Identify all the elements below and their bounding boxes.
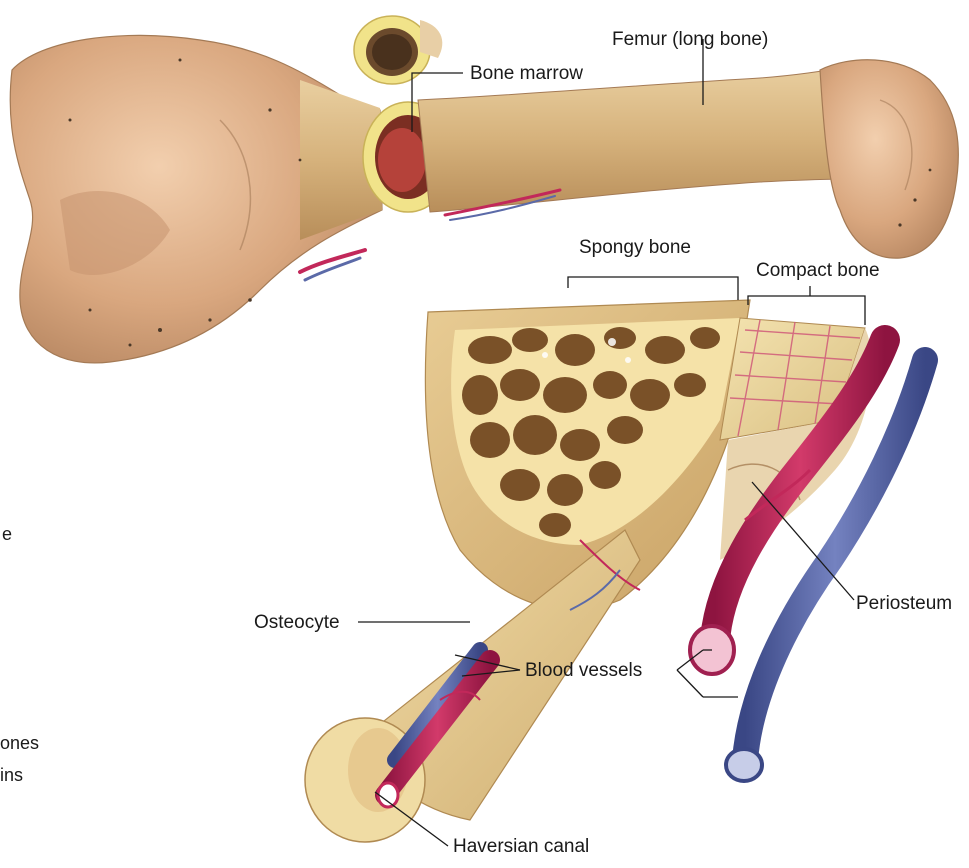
label-blood-vessels: Blood vessels bbox=[525, 661, 642, 680]
edge-text-fragment: ones bbox=[0, 734, 39, 752]
label-compact-bone: Compact bone bbox=[756, 261, 880, 280]
label-osteocyte: Osteocyte bbox=[254, 613, 340, 632]
label-bone-marrow: Bone marrow bbox=[470, 64, 583, 83]
label-periosteum: Periosteum bbox=[856, 594, 952, 613]
femur-shaft bbox=[418, 66, 880, 212]
bone-wedge-cross-section bbox=[305, 300, 925, 842]
femur-distal-end bbox=[820, 60, 958, 258]
edge-text-fragment: ins bbox=[0, 766, 23, 784]
edge-text-fragment: e bbox=[2, 525, 12, 543]
label-haversian-canal: Haversian canal bbox=[453, 837, 589, 856]
label-spongy-bone: Spongy bone bbox=[579, 238, 691, 257]
label-femur: Femur (long bone) bbox=[612, 30, 768, 49]
